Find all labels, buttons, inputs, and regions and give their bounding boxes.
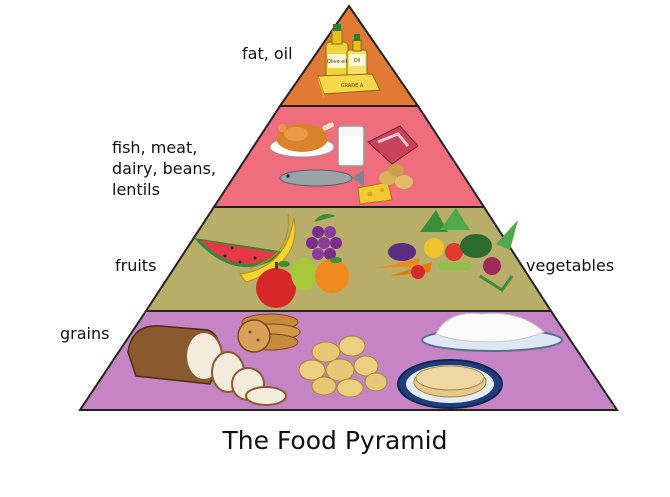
- fish-icon: [279, 169, 364, 187]
- cookies-icon: [237, 313, 301, 353]
- cheese-icon: [357, 181, 393, 205]
- rice-plate-icon: [421, 312, 563, 352]
- butter-icon: GRADE A: [317, 73, 381, 98]
- label-vegetables: vegetables: [526, 256, 615, 275]
- grapes-icon: [306, 214, 342, 260]
- oil-label: Oil: [354, 58, 361, 64]
- butter-label: GRADE A: [341, 83, 364, 89]
- orange-icon: [315, 257, 349, 293]
- diagram-title: The Food Pyramid: [222, 426, 448, 455]
- glass-of-milk-icon: [337, 125, 365, 167]
- apple-icon: [256, 261, 296, 308]
- flatbread-plate-icon: [397, 359, 503, 409]
- bread-loaf-icon: [127, 325, 287, 406]
- raw-meat-icon: [367, 125, 419, 165]
- label-grains: grains: [60, 324, 110, 343]
- label-fruits: fruits: [115, 256, 157, 275]
- label-fat-oil: fat, oil: [242, 44, 293, 63]
- vegetable-bunch-icon: [378, 208, 518, 293]
- olive-oil-label: Olive oil: [327, 59, 347, 65]
- potatoes-icon: [298, 335, 388, 398]
- pear-icon: [291, 258, 317, 290]
- roast-chicken-icon: [269, 122, 335, 158]
- beans-icon: [379, 164, 413, 189]
- watermelon-icon: [194, 238, 286, 268]
- label-protein: fish, meat, dairy, beans, lentils: [112, 138, 216, 199]
